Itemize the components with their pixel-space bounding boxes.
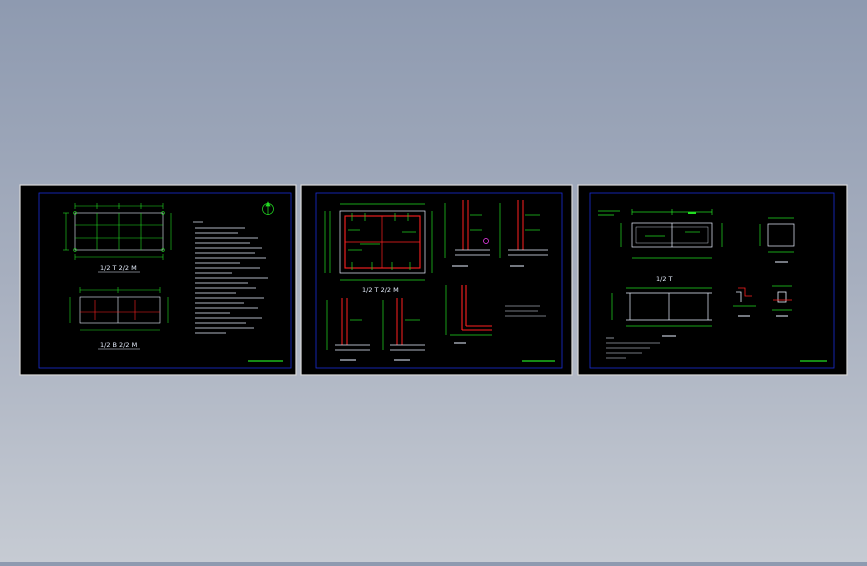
sheet-1-caption-1: 1/2 T 2/2 M — [100, 264, 137, 272]
sheet-3-top-plan[interactable] — [620, 209, 723, 259]
sheet-2-frame — [315, 192, 563, 369]
sheet-2[interactable]: 1/2 T 2/2 M — [300, 184, 573, 376]
sheet-2-section-a[interactable] — [444, 200, 490, 258]
sheet-3-paper — [577, 184, 848, 376]
sheet-1-grid-plan[interactable] — [63, 203, 172, 260]
sheet-1[interactable]: 1/2 T 2/2 M 1/2 B 2/2 M — [19, 184, 297, 376]
sheet-3-notes[interactable] — [606, 337, 660, 359]
sheet-2-reinforcement-plan[interactable] — [324, 203, 433, 281]
sheet-2-section-b[interactable] — [499, 200, 548, 258]
sheet-2-corner-detail[interactable] — [445, 285, 492, 336]
sheet-3-bracket-detail[interactable] — [733, 287, 756, 307]
sheet-1-caption-2: 1/2 B 2/2 M — [100, 341, 137, 349]
sheet-3-box-detail[interactable] — [759, 217, 795, 253]
sheet-3-pier-detail[interactable] — [772, 285, 792, 311]
sheet-3-section-view[interactable] — [611, 287, 712, 327]
sheet-3-frame — [589, 192, 835, 369]
sheet-2-notes[interactable] — [505, 305, 546, 317]
sheet-2-section-c[interactable] — [326, 298, 370, 351]
sheet-2-caption-1: 1/2 T 2/2 M — [362, 286, 399, 294]
north-arrow-icon — [262, 201, 274, 215]
sheet-1-frame — [38, 192, 292, 369]
sheet-2-section-d[interactable] — [382, 298, 425, 351]
sheet-3[interactable]: 1/2 T — [577, 184, 848, 376]
sheet-1-general-notes[interactable] — [193, 221, 268, 334]
sheet-1-beam-plan[interactable] — [69, 287, 169, 331]
sheet-1-paper — [19, 184, 297, 376]
sheet-3-header-notes — [598, 210, 620, 216]
sheet-3-caption-1: 1/2 T — [656, 275, 673, 283]
